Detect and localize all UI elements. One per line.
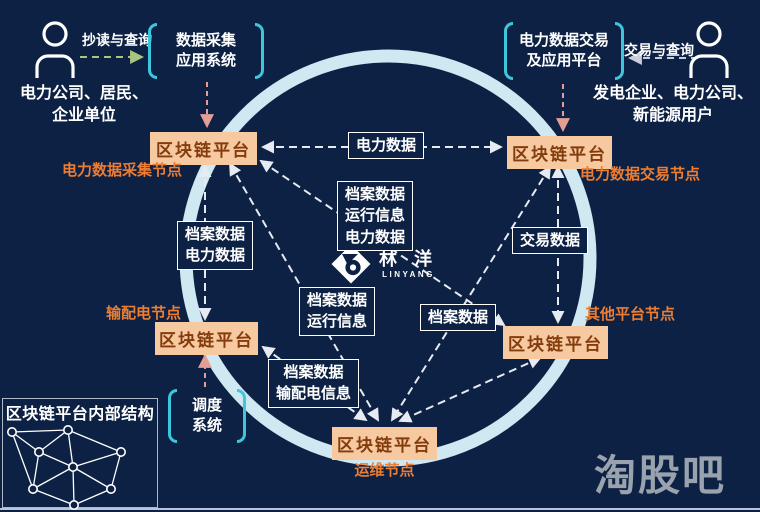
edge-label-archive-run-power: 档案数据 运行信息 电力数据 bbox=[337, 181, 414, 251]
logo-en-text: LINYANG bbox=[382, 269, 435, 279]
bracket-left bbox=[168, 389, 177, 443]
logo-cn-text: 林 洋 bbox=[379, 248, 439, 269]
left-actor-name: 电力公司、居民、 企业单位 bbox=[19, 85, 148, 124]
blockchain-node-ops: 区块链平台 bbox=[332, 427, 437, 460]
edge-label-archive-run: 档案数据 运行信息 bbox=[299, 287, 376, 336]
bracket-left bbox=[504, 22, 513, 80]
right-action-label: 交易与查询 bbox=[624, 42, 694, 58]
dispatch-system-box: 调度 系统 bbox=[168, 389, 246, 443]
right-actor-name: 发电企业、电力公司、 新能源用户 bbox=[592, 85, 753, 124]
role-trade-label: 电力数据交易节点 bbox=[580, 166, 701, 183]
bracket-right bbox=[255, 23, 264, 79]
internal-structure-title: 区块链平台内部结构 bbox=[5, 406, 155, 423]
bracket-left bbox=[148, 23, 157, 79]
blockchain-node-collect: 区块链平台 bbox=[150, 132, 257, 165]
edge-label-archive-dist: 档案数据 输配电信息 bbox=[268, 359, 360, 408]
collection-system-box: 数据采集 应用系统 bbox=[148, 23, 264, 79]
edge-label-archive-power: 档案数据 电力数据 bbox=[177, 221, 254, 270]
edge-label-power-data: 电力数据 bbox=[348, 132, 425, 160]
blockchain-node-distribution: 区块链平台 bbox=[155, 322, 258, 355]
edge-label-trade-data: 交易数据 bbox=[512, 227, 589, 255]
blockchain-node-trade: 区块链平台 bbox=[507, 136, 612, 169]
trading-platform-box: 电力数据交易 及应用平台 bbox=[504, 22, 624, 80]
bracket-right bbox=[237, 389, 246, 443]
left-action-label: 抄读与查询 bbox=[82, 32, 152, 48]
person-right-icon bbox=[686, 20, 732, 85]
role-ops-label: 运维节点 bbox=[354, 462, 415, 479]
role-collect-label: 电力数据采集节点 bbox=[62, 162, 183, 179]
bottom-border bbox=[0, 508, 760, 510]
blockchain-node-other: 区块链平台 bbox=[503, 326, 608, 359]
bracket-right bbox=[615, 22, 624, 80]
person-left-icon bbox=[32, 20, 78, 85]
role-distribution-label: 输配电节点 bbox=[106, 305, 182, 322]
edge-label-archive-data: 档案数据 bbox=[420, 304, 497, 332]
watermark-text: 淘股吧 bbox=[594, 452, 727, 499]
internal-structure-graph bbox=[7, 425, 127, 511]
internal-structure-panel: 区块链平台内部结构 bbox=[2, 398, 158, 511]
role-other-label: 其他平台节点 bbox=[585, 306, 676, 323]
